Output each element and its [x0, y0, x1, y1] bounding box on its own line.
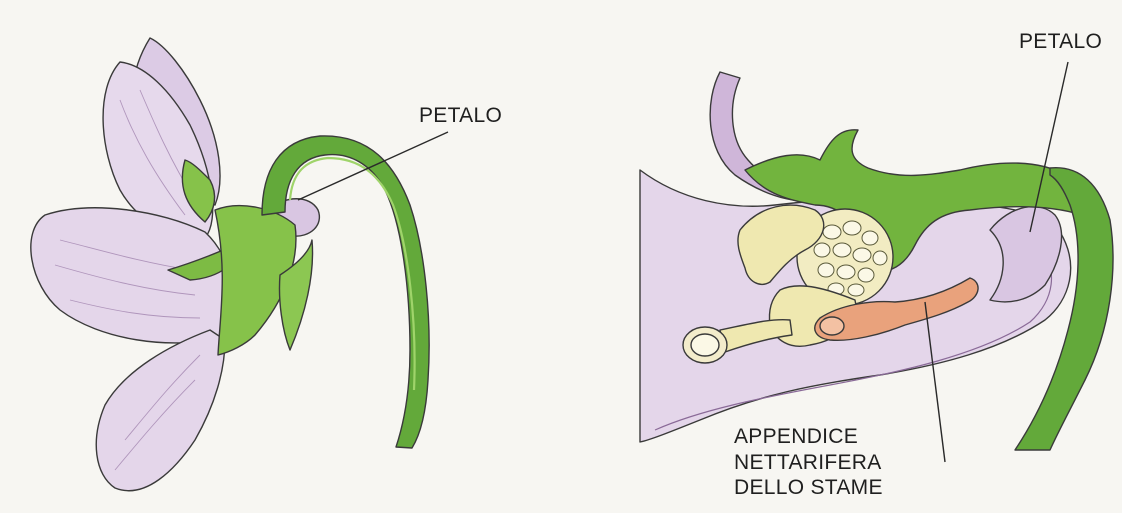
petalo-label-left: PETALO: [419, 103, 502, 129]
appendice-label-line-1: APPENDICE: [734, 424, 883, 450]
nectar-appendage-tip: [820, 317, 844, 335]
appendice-label-line-2: NETTARIFERA: [734, 450, 883, 476]
flower-cross-section: [640, 72, 1113, 450]
appendice-label-line-3: DELLO STAME: [734, 475, 883, 501]
petalo-label-right: PETALO: [1019, 29, 1102, 55]
appendice-nettarifera-label: APPENDICE NETTARIFERA DELLO STAME: [734, 424, 883, 501]
whole-flower-side-view: [31, 38, 429, 491]
anther-bottom-inner: [691, 334, 719, 356]
lower-petal: [96, 330, 225, 491]
